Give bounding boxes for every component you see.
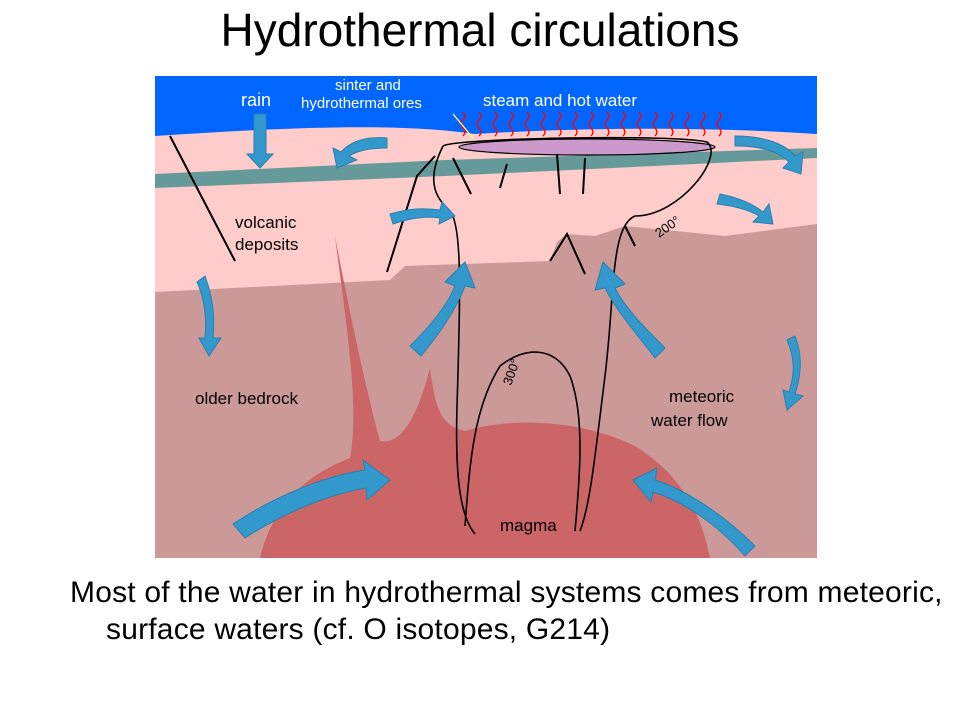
magma-inflow-right: [632, 467, 756, 557]
meteoric-label-line1: meteoric: [669, 387, 735, 406]
magma-label: magma: [500, 516, 557, 535]
sinter-label-line1: sinter and: [335, 77, 401, 94]
rain-arrow: [245, 113, 275, 169]
water-flow-arrows: [196, 113, 805, 557]
steam-label: steam and hot water: [483, 91, 637, 110]
isotherm-300: [464, 351, 581, 532]
sinter-deposit: [458, 138, 716, 156]
hydrothermal-diagram: rain sinter and hydrothermal ores steam …: [155, 76, 817, 558]
slide-title: Hydrothermal circulations: [220, 4, 740, 56]
older-bedrock-label: older bedrock: [195, 389, 299, 408]
caption-bullet: Most of the water in hydrothermal system…: [70, 576, 943, 646]
rain-label: rain: [241, 90, 271, 110]
meteoric-label-line2: water flow: [650, 411, 728, 430]
volcanic-label-line1: volcanic: [235, 213, 297, 232]
sinter-pointer: [452, 113, 474, 139]
volcanic-label-line2: deposits: [235, 235, 298, 254]
steam-plumes: [460, 111, 722, 137]
magma-inflow-left: [232, 458, 391, 539]
sinter-label-line2: hydrothermal ores: [301, 95, 422, 112]
aquifer-stratum: [155, 148, 817, 188]
fault-lines: [169, 135, 636, 275]
